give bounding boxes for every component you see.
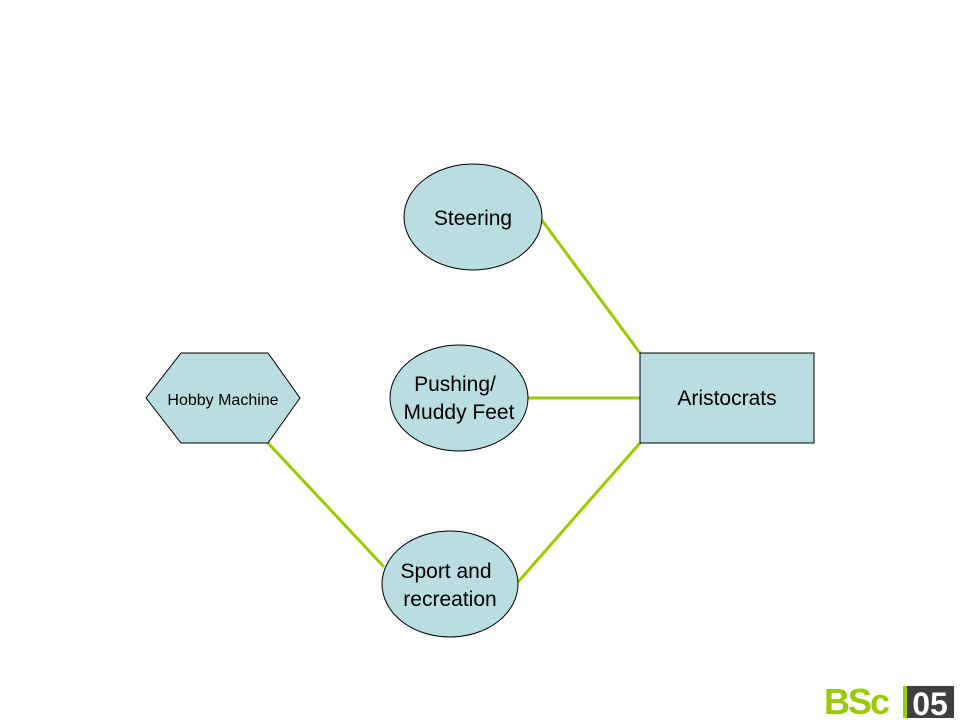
node-sport[interactable]: Sport and recreation (381, 530, 519, 638)
node-aristocrats-label: Aristocrats (677, 387, 776, 410)
node-steering[interactable]: Steering (403, 163, 543, 271)
node-sport-shape (381, 530, 519, 638)
connector-aristocrats-sport (516, 442, 642, 583)
connector-aristocrats-steering (539, 218, 642, 354)
node-pushing[interactable]: Pushing/ Muddy Feet (389, 344, 529, 452)
node-hobby-machine-shape (145, 352, 301, 444)
node-hobby-machine-label: Hobby Machine (167, 392, 278, 409)
node-pushing-label-line1: Pushing/ (414, 373, 496, 396)
connectors (266, 218, 642, 583)
node-sport-label-line2: recreation (403, 588, 496, 611)
node-steering-shape (403, 163, 543, 271)
connector-hobby-sport (266, 441, 386, 569)
node-pushing-shape (389, 344, 529, 452)
node-aristocrats-shape (639, 352, 815, 444)
node-pushing-label-line2: Muddy Feet (404, 401, 515, 424)
logo-divider (903, 686, 907, 718)
node-steering-label: Steering (434, 207, 512, 230)
node-aristocrats[interactable]: Aristocrats (639, 352, 815, 444)
node-hobby-machine[interactable]: Hobby Machine (145, 352, 301, 444)
logo-box (906, 686, 954, 718)
logo-text-bsc: BSc (824, 681, 889, 720)
bsc-logo: BSc 05 (824, 681, 954, 720)
logo-text-05: 05 (912, 686, 948, 720)
node-sport-label-line1: Sport and (400, 560, 491, 583)
